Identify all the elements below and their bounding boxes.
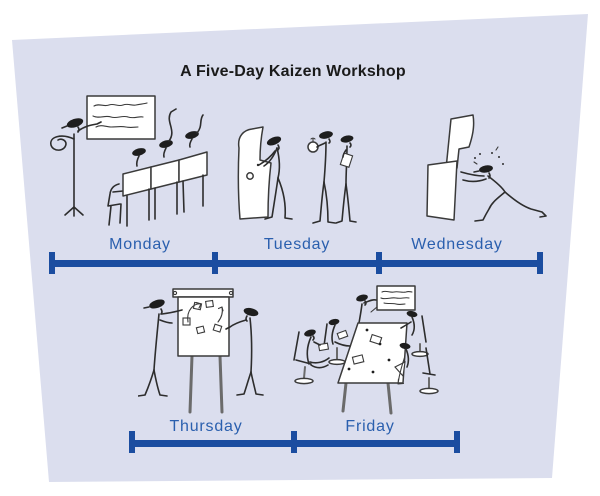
flipchart-icon [172,288,234,414]
timeline-tick [454,431,460,453]
day-label-friday: Friday [345,418,395,435]
friday-scene-illustration [293,285,439,415]
timeline-tick [376,252,382,274]
timeline-bar [49,260,543,267]
tuesday-scene-illustration [237,126,357,224]
stopwatch-figure [307,131,336,224]
timeline-tick [49,252,55,274]
wednesday-scene-illustration [426,114,547,222]
presenter-figure [356,294,377,324]
day-label-monday: Monday [109,236,171,253]
machine-column [445,114,475,170]
backdrop-panel [12,14,588,482]
conference-table-icon [337,322,408,415]
table-panel [178,151,208,183]
left-flipchart-figure [138,299,183,397]
seated-figure-lower-left [293,329,330,385]
seated-figure-upper-left [323,318,351,366]
table-panel [122,166,152,197]
whiteboard-icon [86,95,156,140]
page-title: A Five-Day Kaizen Workshop [180,63,406,80]
presenter-figure [50,118,102,217]
seated-figure-lower-right [397,342,439,395]
presentation-board-icon [370,285,416,313]
timeline-tick [291,431,297,453]
day-label-tuesday: Tuesday [263,236,331,253]
timeline-tick [537,252,543,274]
sweat-drops-icon [473,146,504,165]
clipboard-figure [335,135,357,224]
audience-figures [107,108,208,227]
monday-scene-illustration [50,95,208,227]
timeline-tick [129,431,135,453]
kneeling-figure [460,146,547,222]
seated-figure-upper-right [400,310,429,358]
right-flipchart-figure [225,307,264,396]
day-label-thursday: Thursday [169,418,243,435]
inspecting-figure [256,136,293,220]
table-panel [150,159,180,190]
machine-icon [237,126,272,220]
timeline-tick [212,252,218,274]
clipboard-icon [339,152,354,168]
machine-dial [246,172,254,180]
machine-base [426,160,458,221]
day-label-wednesday: Wednesday [411,236,503,253]
thursday-scene-illustration [138,288,264,414]
